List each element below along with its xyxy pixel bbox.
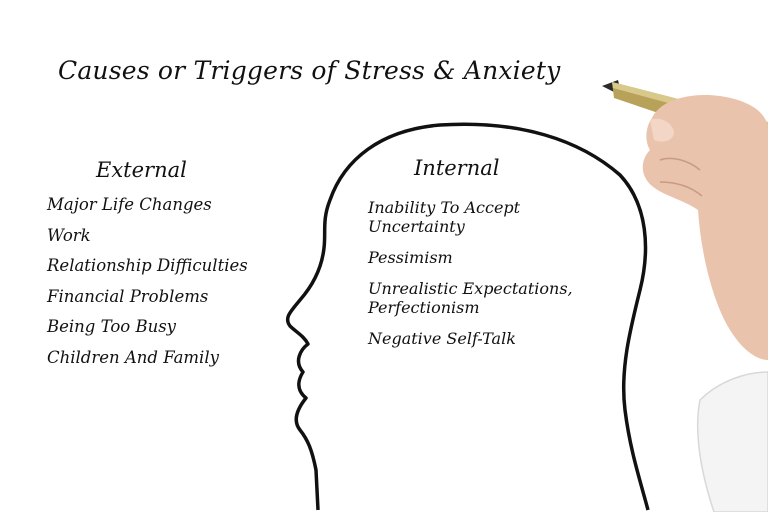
- list-item: Major Life Changes: [47, 195, 212, 214]
- list-item-line: Perfectionism: [368, 298, 480, 317]
- list-item: Pessimism: [368, 248, 573, 267]
- internal-heading: Internal: [414, 156, 500, 180]
- list-item-line: Negative Self-Talk: [368, 329, 516, 348]
- hand-icon: [642, 94, 768, 360]
- list-item-line: Unrealistic Expectations,: [368, 279, 573, 298]
- list-item: Children And Family: [47, 347, 219, 367]
- list-item: Relationship Difficulties: [47, 256, 248, 275]
- list-item-line: Inability To Accept: [368, 198, 521, 217]
- list-item: Negative Self-Talk: [368, 329, 573, 348]
- sleeve: [696, 371, 768, 512]
- list-item: Work: [47, 225, 91, 245]
- list-item: Unrealistic Expectations, Perfectionism: [368, 279, 573, 317]
- external-heading: External: [96, 158, 187, 182]
- list-item: Financial Problems: [47, 286, 209, 306]
- list-item-line: Pessimism: [368, 248, 453, 267]
- internal-list: Inability To Accept Uncertainty Pessimis…: [368, 198, 573, 360]
- page-title: Causes or Triggers of Stress & Anxiety: [58, 56, 561, 85]
- list-item: Inability To Accept Uncertainty: [368, 198, 573, 236]
- list-item: Being Too Busy: [47, 317, 176, 336]
- list-item-line: Uncertainty: [368, 217, 465, 236]
- head-profile-outline-icon: [285, 122, 650, 511]
- external-list: Major Life Changes Work Relationship Dif…: [47, 193, 248, 376]
